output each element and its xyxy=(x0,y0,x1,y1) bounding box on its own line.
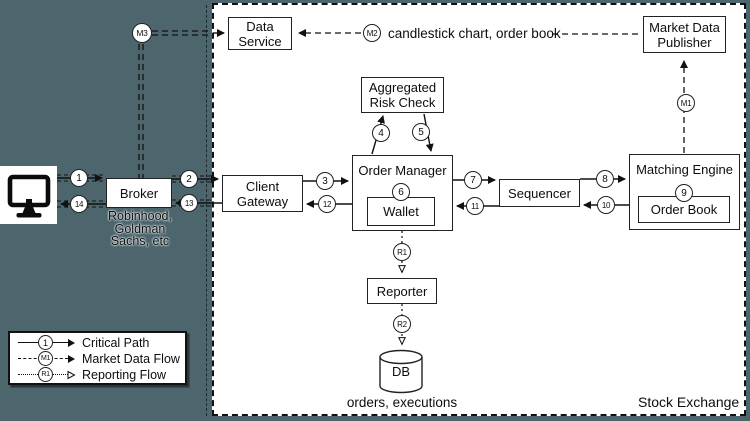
marker-circle-r1: R1 xyxy=(393,243,411,261)
marker-circle-m3: M3 xyxy=(132,23,152,43)
open-arrow-icon xyxy=(67,370,76,380)
filled-arrow-icon xyxy=(68,355,75,363)
step-circle-9: 9 xyxy=(675,184,693,202)
step-circle-8: 8 xyxy=(596,170,614,188)
legend-row-reporting-flow: R1 Reporting Flow xyxy=(18,367,185,383)
legend-label-critical-path: Critical Path xyxy=(82,336,150,350)
node-data-service: Data Service xyxy=(228,17,292,50)
legend-label-reporting-flow: Reporting Flow xyxy=(82,368,167,382)
node-client-gateway: Client Gateway xyxy=(222,175,303,212)
db-contents-text: orders, executions xyxy=(346,395,458,410)
marker-circle-m2: M2 xyxy=(363,24,381,42)
node-wallet: Wallet xyxy=(367,197,435,226)
marker-circle-r2: R2 xyxy=(393,315,411,333)
monitor-icon xyxy=(0,166,57,224)
step-circle-11: 11 xyxy=(466,197,484,215)
order-book-label: Order Book xyxy=(650,202,718,217)
legend-row-market-data-flow: M1 Market Data Flow xyxy=(18,351,185,367)
filled-arrow-icon xyxy=(68,339,75,347)
node-aggregated-risk-check: Aggregated Risk Check xyxy=(361,77,444,113)
legend: 1 Critical Path M1 Market Data Flow R1 xyxy=(8,331,187,385)
step-circle-1: 1 xyxy=(70,169,88,187)
step-circle-13: 13 xyxy=(180,194,198,212)
step-circle-3: 3 xyxy=(316,172,334,190)
boundary-shadow-line xyxy=(206,5,207,416)
node-market-data-publisher: Market Data Publisher xyxy=(643,16,726,53)
order-manager-label: Order Manager xyxy=(358,163,447,178)
node-order-book: Order Book xyxy=(638,196,730,223)
step-circle-7: 7 xyxy=(464,171,482,189)
wallet-label: Wallet xyxy=(383,204,419,219)
step-circle-4: 4 xyxy=(372,124,390,142)
market-data-flow-symbol: M1 xyxy=(18,351,76,367)
broker-label: Broker xyxy=(119,185,159,201)
legend-row-critical-path: 1 Critical Path xyxy=(18,335,185,351)
reporter-label: Reporter xyxy=(376,283,428,299)
legend-circle-r1: R1 xyxy=(38,367,53,382)
legend-circle-m1: M1 xyxy=(38,351,53,366)
step-circle-14: 14 xyxy=(70,195,88,213)
step-circle-10: 10 xyxy=(597,196,615,214)
node-sequencer: Sequencer xyxy=(499,179,580,207)
step-circle-2: 2 xyxy=(180,170,198,188)
client-gateway-label: Client Gateway xyxy=(236,178,289,209)
legend-circle-1: 1 xyxy=(38,335,53,350)
broker-examples-text: Robinhood, Goldman Sachs, etc xyxy=(108,209,172,248)
marker-circle-m1: M1 xyxy=(677,94,695,112)
legend-label-market-data-flow: Market Data Flow xyxy=(82,352,180,366)
aggregated-risk-check-label: Aggregated Risk Check xyxy=(368,80,437,110)
sequencer-label: Sequencer xyxy=(508,185,571,201)
data-service-label: Data Service xyxy=(238,18,282,49)
stock-exchange-label: Stock Exchange xyxy=(638,394,740,410)
reporting-flow-symbol: R1 xyxy=(18,367,76,383)
step-circle-6: 6 xyxy=(392,183,410,201)
step-circle-5: 5 xyxy=(412,123,430,141)
market-data-description-text: candlestick chart, order book xyxy=(388,26,561,41)
db-label: DB xyxy=(391,364,411,379)
market-data-publisher-label: Market Data Publisher xyxy=(649,19,720,50)
node-reporter: Reporter xyxy=(367,278,437,304)
critical-path-symbol: 1 xyxy=(18,335,76,351)
step-circle-12: 12 xyxy=(318,195,336,213)
node-broker: Broker xyxy=(106,178,172,208)
matching-engine-label: Matching Engine xyxy=(636,162,733,177)
